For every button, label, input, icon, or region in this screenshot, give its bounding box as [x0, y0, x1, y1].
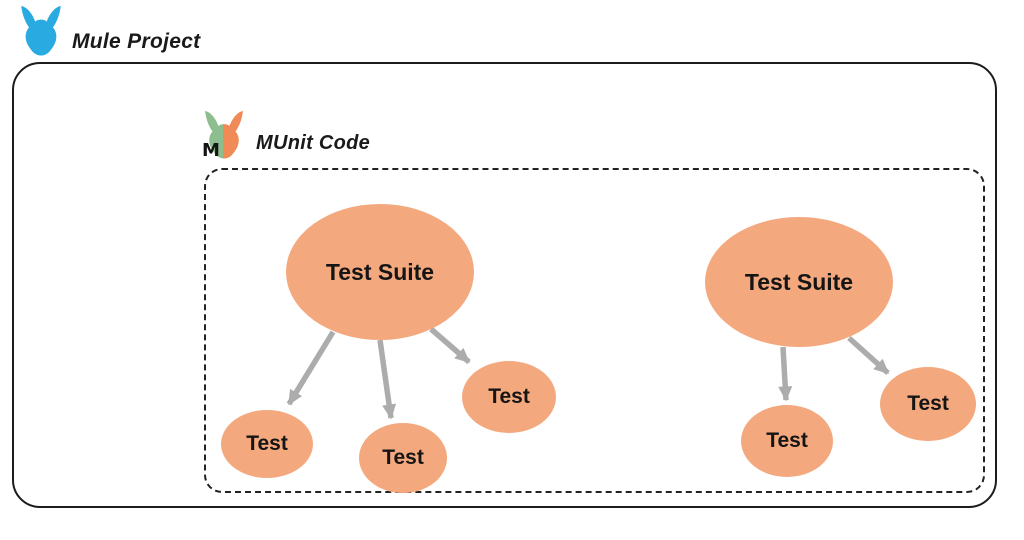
test-suite-node: Test Suite: [705, 217, 893, 347]
mule-icon: [21, 6, 61, 56]
test-node: Test: [359, 423, 447, 493]
test-node: Test: [462, 361, 556, 433]
test-node: Test: [880, 367, 976, 441]
test-label: Test: [907, 392, 949, 415]
test-suite-node: Test Suite: [286, 204, 474, 340]
test-label: Test: [382, 446, 424, 469]
mule-project-header: Mule Project: [18, 6, 200, 56]
munit-code-container: [204, 168, 985, 493]
test-label: Test: [766, 429, 808, 452]
munit-icon: M: [202, 111, 243, 159]
munit-code-title: MUnit Code: [256, 132, 371, 154]
test-node: Test: [221, 410, 313, 478]
test-suite-label: Test Suite: [325, 258, 435, 285]
test-label: Test: [488, 385, 530, 408]
munit-code-header: M MUnit Code: [202, 111, 370, 159]
mule-project-title: Mule Project: [72, 30, 201, 53]
svg-text:M: M: [202, 140, 220, 159]
mule-project-container: [12, 62, 997, 508]
test-label: Test: [246, 432, 288, 455]
test-node: Test: [741, 405, 833, 477]
test-suite-label: Test Suite: [744, 268, 854, 295]
